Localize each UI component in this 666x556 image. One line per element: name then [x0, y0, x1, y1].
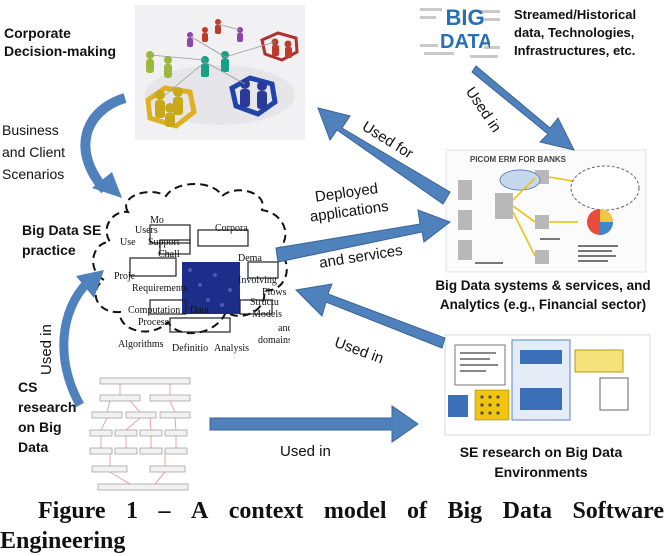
cloud-word: Flows — [262, 287, 287, 298]
business-label-line2: and Client — [2, 144, 66, 160]
cloud-word: domains — [258, 335, 290, 346]
cloud-word: Dema — [238, 253, 262, 264]
arrow-business-scenarios — [80, 93, 127, 198]
systems-label: Big Data systems & services, and Analyti… — [420, 276, 666, 314]
cloud-word: Mo — [150, 215, 164, 226]
arrow-used-in-top — [471, 65, 575, 151]
streamed-label: Streamed/Historical data, Technologies, … — [514, 6, 636, 60]
cloud-word: Chall — [158, 249, 180, 260]
se-practice-label-line1: Big Data SE — [22, 222, 102, 238]
cloud-word: Support — [148, 237, 180, 248]
diagram-canvas — [59, 2, 651, 491]
cloud-word: Users — [135, 225, 158, 236]
arrow-used-in-left — [59, 270, 104, 408]
cloud-word: and — [278, 323, 290, 334]
streamed-label-line1: Streamed/Historical — [514, 7, 637, 22]
cloud-word: Analysis — [214, 343, 249, 354]
caption-word: model — [323, 498, 387, 524]
cs-research-label-line3: on Big — [18, 419, 62, 435]
arrow-used-in-left-label: Used in — [38, 324, 55, 375]
arrow-deployed — [275, 209, 452, 263]
se-research-label-line1: SE research on Big Data — [459, 444, 623, 460]
systems-label-line2: Analytics (e.g., Financial sector) — [439, 297, 647, 312]
arrow-used-for — [317, 107, 451, 205]
corporate-people-image — [135, 5, 305, 140]
caption-word: Data — [502, 498, 552, 524]
corporate-label-line1: Corporate — [4, 25, 71, 41]
cloud-word: Proje — [114, 271, 136, 282]
se-practice-cloud-words: Users Mo Corpora Use Support Chall Dema … — [110, 205, 290, 355]
cs-research-tree-image — [89, 377, 191, 491]
caption-word: Big — [447, 498, 483, 524]
systems-label-line1: Big Data systems & services, and — [435, 278, 651, 293]
arrow-used-in-bottom-label: Used in — [280, 443, 331, 460]
caption-word: A — [190, 498, 209, 524]
big-data-logo-image — [418, 2, 504, 64]
big-data-logo-line2: DATA — [440, 31, 490, 53]
streamed-label-line2: data, Technologies, — [514, 25, 635, 40]
cs-research-label-line2: research — [18, 399, 77, 415]
cloud-word: Algorithms — [118, 339, 164, 350]
caption-word: – — [158, 498, 171, 524]
figure-caption-line1: Figure 1 – A context model of Big Data S… — [0, 496, 666, 526]
cs-research-label-line1: CS — [18, 379, 38, 395]
cs-research-label: CS research on Big Data — [18, 377, 76, 457]
cloud-word: Structu — [250, 297, 279, 308]
cloud-word: Involving — [238, 275, 277, 286]
picom-erm-diagram-image — [445, 149, 647, 273]
business-label-line3: Scenarios — [2, 166, 65, 182]
se-practice-cloud — [92, 183, 288, 335]
caption-word: context — [228, 498, 304, 524]
cloud-word: Models — [252, 309, 282, 320]
corporate-label: Corporate Decision-making — [4, 24, 116, 60]
streamed-label-line3: Infrastructures, etc. — [514, 43, 636, 58]
arrow-used-in-mid — [294, 283, 446, 349]
caption-word: 1 — [126, 498, 139, 524]
cs-research-label-line4: Data — [18, 439, 49, 455]
cloud-word: Use — [120, 237, 136, 248]
se-research-label-line2: Environments — [494, 464, 588, 480]
se-research-diagram-image — [444, 334, 651, 436]
cloud-word: Data — [190, 305, 209, 316]
se-practice-label-line2: practice — [22, 242, 76, 258]
cloud-word: Definitio — [172, 343, 209, 354]
cloud-word: Computation — [128, 305, 181, 316]
se-practice-label: Big Data SE practice — [22, 220, 101, 260]
cloud-word: Corpora — [215, 223, 248, 234]
corporate-label-line2: Decision-making — [4, 43, 117, 59]
big-data-logo-line1: BIG — [445, 6, 485, 30]
arrow-used-in-bottom — [209, 405, 419, 443]
business-label-line1: Business — [2, 122, 59, 138]
caption-word: Figure — [38, 498, 106, 524]
figure-caption: Figure 1 – A context model of Big Data S… — [0, 496, 666, 556]
picom-title: PICOM ERM FOR BANKS — [470, 155, 566, 164]
se-research-label: SE research on Big Data Environments — [426, 442, 656, 482]
caption-word: Software — [572, 498, 664, 524]
big-data-logo: BIG DATA — [440, 6, 490, 62]
caption-word: of — [407, 498, 428, 524]
cloud-word: Process — [138, 317, 169, 328]
figure-caption-line2: Engineering — [0, 528, 126, 554]
cloud-word: Requirements — [132, 283, 188, 294]
business-label: Business and Client Scenarios — [2, 119, 65, 185]
